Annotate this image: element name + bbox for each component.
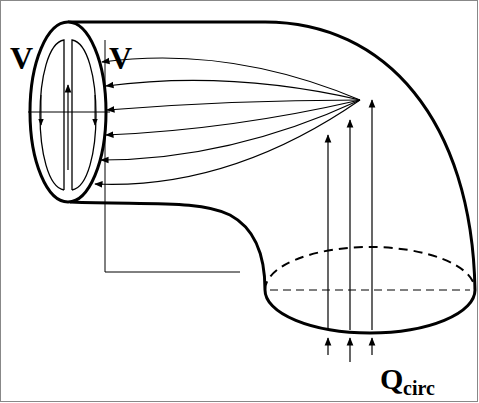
circulation-arrows: [328, 100, 372, 362]
axis-line: [105, 272, 240, 273]
velocity-label: V: [109, 42, 132, 74]
vortex-loop: [72, 40, 96, 190]
outer-wall: [68, 22, 475, 290]
inner-wall: [70, 202, 265, 290]
axis-line: [105, 40, 106, 272]
inlet-section-hidden: [265, 247, 475, 290]
subscript-label: circ: [403, 378, 435, 398]
flow-arrow: [67, 85, 68, 170]
streamlines: [95, 58, 360, 184]
flow-rate-label: Q: [380, 364, 403, 394]
axis-line: [270, 290, 470, 291]
vortex-loop: [40, 40, 64, 190]
velocity-label: V: [10, 42, 33, 74]
outlet-section: [30, 22, 106, 202]
inlet-section: [265, 290, 475, 333]
flow-arrow: [41, 95, 42, 125]
flow-arrow: [95, 95, 96, 125]
